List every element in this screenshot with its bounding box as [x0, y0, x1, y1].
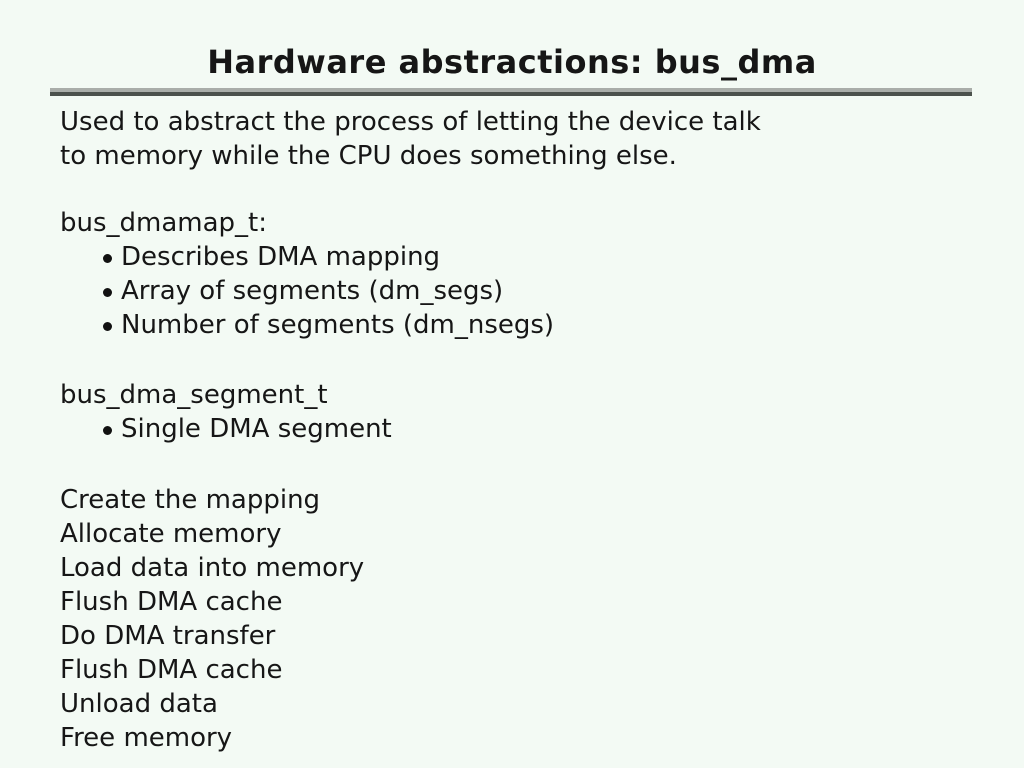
step-line: Do DMA transfer: [60, 621, 276, 651]
bullet-icon: [103, 426, 112, 435]
step-line: Flush DMA cache: [60, 655, 283, 685]
step-line: Unload data: [60, 689, 218, 719]
title-divider: [50, 88, 972, 96]
slide-title: Hardware abstractions: bus_dma: [207, 43, 817, 81]
intro-line-1: Used to abstract the process of letting …: [60, 107, 761, 137]
bullet-icon: [103, 322, 112, 331]
step-line: Flush DMA cache: [60, 587, 283, 617]
step-line: Allocate memory: [60, 519, 282, 549]
section-bus-dma-segment-t: bus_dma_segment_t Single DMA segment: [60, 378, 994, 446]
steps-list: Create the mapping Allocate memory Load …: [60, 483, 994, 755]
bullet-item: Array of segments (dm_segs): [60, 274, 994, 308]
bullet-item: Describes DMA mapping: [60, 240, 994, 274]
bullet-text: Single DMA segment: [121, 414, 392, 444]
bullet-item: Single DMA segment: [60, 412, 994, 446]
section-heading: bus_dmamap_t:: [60, 208, 268, 238]
bullet-text: Array of segments (dm_segs): [121, 276, 504, 306]
bullet-icon: [103, 288, 112, 297]
bullet-text: Number of segments (dm_nsegs): [121, 310, 555, 340]
section-bus-dmamap-t: bus_dmamap_t: Describes DMA mapping Arra…: [60, 206, 994, 342]
slide-body: Used to abstract the process of letting …: [60, 105, 994, 755]
bullet-text: Describes DMA mapping: [121, 242, 441, 272]
intro-paragraph: Used to abstract the process of letting …: [60, 105, 994, 173]
bullet-item: Number of segments (dm_nsegs): [60, 308, 994, 342]
step-line: Create the mapping: [60, 485, 321, 515]
step-line: Load data into memory: [60, 553, 365, 583]
section-heading: bus_dma_segment_t: [60, 380, 328, 410]
intro-line-2: to memory while the CPU does something e…: [60, 141, 677, 171]
step-line: Free memory: [60, 723, 233, 753]
bullet-icon: [103, 254, 112, 263]
